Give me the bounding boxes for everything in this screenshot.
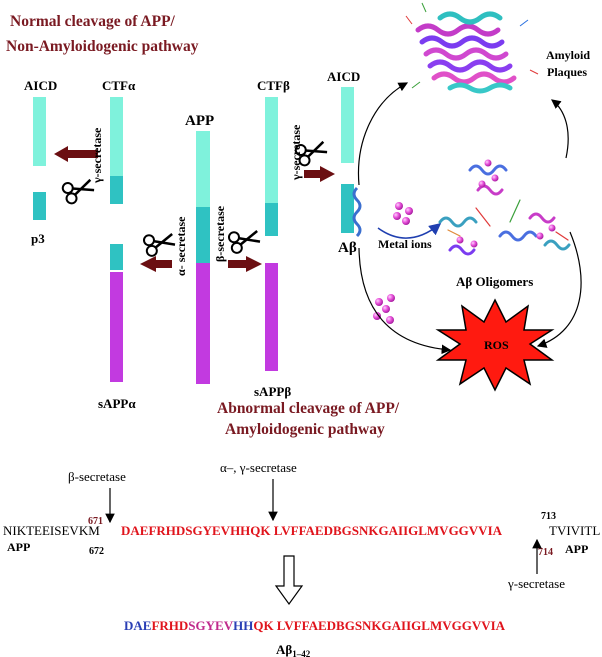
arrow-to-plaques: [357, 82, 409, 186]
gamma-secretase-seq-label: γ-secretase: [507, 576, 565, 591]
beta-secretase-seq-label: β-secretase: [68, 469, 126, 484]
plaques-label-line2: Plaques: [547, 65, 587, 79]
p3-label: p3: [31, 231, 45, 246]
app-main-sequence: DAEFRHDSGYEVHHQK LVFFAEDBGSNKGAIIGLMVGGV…: [121, 523, 503, 538]
abeta-bar: [341, 184, 354, 233]
alpha-gamma-secretase-seq-label: α–, γ-secretase: [220, 460, 297, 475]
arrow-to-aicd-right: [304, 166, 335, 182]
sapp-alpha-bar: [110, 272, 123, 382]
position-672: 672: [89, 546, 104, 557]
metal-ion: [375, 298, 383, 306]
seq-pink: SGYEV: [188, 618, 233, 633]
abeta-1-42-main: Aβ: [276, 642, 292, 657]
abnormal-pathway-title-line2: Amyloidogenic pathway: [225, 421, 385, 438]
sapp-beta-bar: [265, 263, 278, 371]
ctf-alpha-label: CTFα: [102, 78, 136, 93]
position-713: 713: [541, 511, 556, 522]
aicd-left-label: AICD: [24, 78, 57, 93]
arrow-oligomers-to-ros: [536, 231, 582, 348]
metal-ion: [387, 294, 395, 302]
metal-ion: [491, 174, 499, 182]
arrow-to-aicd-left: [54, 146, 98, 162]
metal-ion: [548, 224, 556, 232]
ctf-beta-upper-bar: [265, 97, 278, 203]
arrow-to-sapp-beta: [228, 256, 262, 272]
metal-ion: [478, 180, 486, 188]
abeta-1-42-subscript: 1–42: [292, 649, 311, 657]
left-app-label: APP: [7, 540, 30, 554]
metal-ion: [405, 207, 413, 215]
abnormal-pathway-title-line1: Abnormal cleavage of APP/: [217, 400, 400, 417]
metal-ion: [484, 159, 492, 167]
right-app-label: APP: [565, 542, 588, 556]
aicd-right-bar: [341, 87, 354, 163]
sapp-alpha-teal-bar: [110, 244, 123, 270]
left-flank-sequence: NIKTEEISEVKM: [3, 523, 100, 538]
oligomers-label: Aβ Oligomers: [456, 274, 533, 289]
ros-label: ROS: [484, 338, 509, 352]
ctf-beta-lower-bar: [265, 203, 278, 236]
arrow-oligomers-to-plaques: [551, 99, 569, 159]
beta-secretase-label: β-secretase: [213, 205, 227, 262]
metal-ions-label: Metal ions: [378, 237, 432, 251]
metal-ion: [373, 312, 381, 320]
normal-pathway-title-line2: Non-Amyloidogenic pathway: [6, 38, 199, 55]
alpha-secretase-label: α- secretase: [174, 216, 188, 276]
app-middle-bar: [196, 207, 210, 263]
gamma-secretase-left-label: γ-secretase: [90, 127, 104, 184]
ctf-beta-label: CTFβ: [257, 78, 290, 93]
metal-ion: [395, 202, 403, 210]
hollow-down-arrow: [274, 555, 304, 606]
position-714: 714: [538, 547, 553, 558]
scissors-icon: [294, 140, 328, 167]
p3-bar: [33, 192, 46, 220]
metal-ion: [402, 217, 410, 225]
metal-ion: [536, 232, 544, 240]
aicd-right-label: AICD: [327, 69, 360, 84]
metal-ion: [456, 236, 464, 244]
scissors-icon: [61, 178, 95, 205]
normal-pathway-title-line1: Normal cleavage of APP/: [10, 13, 176, 30]
seq-blue-1: DAE: [124, 618, 151, 633]
amyloid-plaques-illustration: [405, 2, 539, 94]
seq-red-1: FRHD: [151, 618, 188, 633]
ctf-alpha-lower-bar: [110, 176, 123, 204]
ros-starburst: [435, 298, 555, 392]
metal-ion-arrow: [377, 223, 442, 239]
abeta-helix: [352, 186, 362, 238]
metal-ion: [470, 240, 478, 248]
ctf-alpha-upper-bar: [110, 97, 123, 176]
seq-red-rest: QK LVFFAEDBGSNKGAIIGLMVGGVVIA: [253, 618, 505, 633]
plaques-label-line1: Amyloid: [546, 48, 590, 62]
scissors-icon: [227, 230, 261, 254]
metal-ion: [393, 212, 401, 220]
seq-blue-2: HH: [233, 618, 253, 633]
position-671: 671: [88, 516, 103, 527]
arrow-to-sapp-alpha: [140, 256, 172, 272]
app-upper-bar: [196, 131, 210, 207]
metal-ion: [382, 305, 390, 313]
arrow-to-ros: [358, 247, 452, 355]
metal-ion: [386, 316, 394, 324]
abeta-colored-sequence: DAEFRHDSGYEVHHQK LVFFAEDBGSNKGAIIGLMVGGV…: [124, 618, 506, 633]
right-flank-sequence: TVIVITL: [549, 523, 600, 538]
app-label: APP: [185, 113, 214, 129]
sapp-beta-label: sAPPβ: [254, 384, 291, 399]
aicd-left-bar: [33, 97, 46, 166]
abeta-1-42-label: Aβ1–42: [276, 642, 311, 657]
sapp-alpha-label: sAPPα: [98, 396, 136, 411]
app-lower-bar: [196, 263, 210, 384]
abeta-label: Aβ: [338, 240, 357, 256]
scissors-icon: [142, 233, 176, 257]
